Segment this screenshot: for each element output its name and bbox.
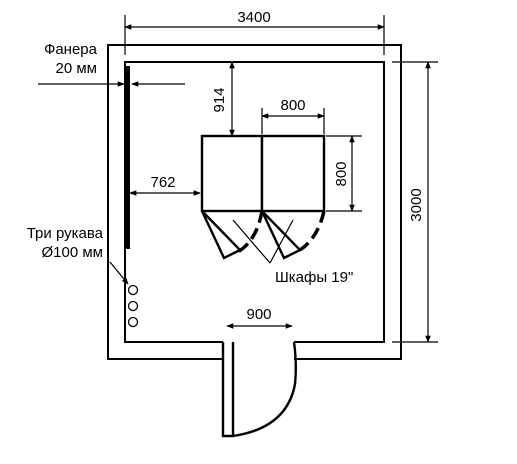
dimension-762-label: 762 — [150, 174, 175, 191]
entry-door: 900 — [221, 306, 297, 438]
dimension-width: 3400 — [124, 9, 385, 55]
dimension-width-label: 3400 — [237, 9, 270, 26]
dimension-800-depth-label: 800 — [333, 161, 350, 186]
dimension-914-label: 914 — [211, 87, 228, 112]
dimension-914: 914 — [211, 61, 235, 137]
cable-sleeves: Три рукава Ø100 мм — [27, 225, 139, 328]
sleeve-hole — [127, 300, 139, 312]
dimension-800-width: 800 — [261, 97, 325, 134]
cabinet-right — [260, 134, 326, 213]
plywood-label-line2: 20 мм — [56, 60, 97, 77]
plywood-panel: Фанера 20 мм — [38, 41, 185, 249]
cabinets-callout: Шкафы 19" — [232, 219, 353, 286]
sleeves-label-line2: Ø100 мм — [42, 244, 104, 261]
sleeves-label-line1: Три рукава — [27, 225, 104, 242]
plywood-label-line1: Фанера — [44, 41, 98, 58]
cabinets — [200, 134, 326, 213]
dimension-800-width-label: 800 — [280, 97, 305, 114]
dimension-800-depth: 800 — [326, 135, 362, 212]
sleeve-hole — [127, 316, 139, 328]
dimension-762: 762 — [129, 174, 201, 196]
dimension-height-label: 3000 — [408, 188, 425, 221]
cabinet-left — [200, 134, 264, 213]
sleeve-hole — [127, 284, 139, 296]
dimension-height: 3000 — [392, 61, 438, 343]
cabinet-doors — [200, 210, 326, 260]
room-walls — [107, 44, 402, 360]
cabinets-label: Шкафы 19" — [275, 269, 353, 286]
door-width-label: 900 — [246, 306, 271, 323]
